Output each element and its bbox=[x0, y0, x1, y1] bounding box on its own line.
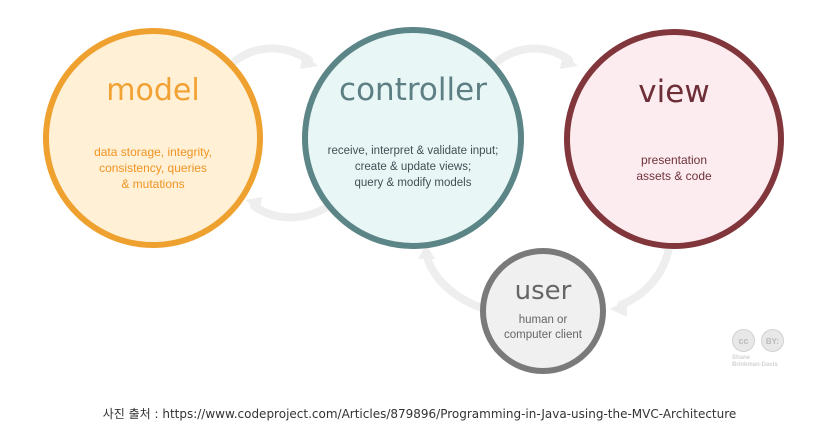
view-description: presentation assets & code bbox=[636, 153, 712, 183]
controller-node: controller receive, interpret & validate… bbox=[302, 27, 524, 249]
arrow-model-to-controller bbox=[231, 44, 313, 65]
model-description: data storage, integrity, consistency, qu… bbox=[94, 145, 212, 191]
attribution-icon: BY: bbox=[761, 329, 784, 352]
creative-commons-license-badge: cc BY: Shane Brinkman-Davis bbox=[732, 329, 788, 371]
arrow-controller-to-model bbox=[250, 202, 331, 222]
user-description: human or computer client bbox=[504, 314, 582, 341]
model-title: model bbox=[106, 73, 200, 108]
license-author: Shane Brinkman-Davis bbox=[732, 355, 778, 368]
arrow-controller-to-view-head bbox=[560, 53, 578, 69]
arrow-controller-to-view bbox=[494, 44, 573, 65]
view-node: view presentation assets & code bbox=[564, 29, 784, 249]
arrow-view-to-user-head bbox=[610, 300, 627, 317]
view-title: view bbox=[638, 74, 710, 110]
flow-arrows bbox=[231, 44, 674, 317]
user-title: user bbox=[514, 276, 572, 306]
user-node: user human or computer client bbox=[480, 248, 606, 374]
controller-title: controller bbox=[339, 72, 487, 108]
controller-description: receive, interpret & validate input; cre… bbox=[327, 145, 499, 189]
model-node: model data storage, integrity, consisten… bbox=[43, 28, 263, 248]
arrow-model-to-controller-head bbox=[300, 53, 318, 69]
cc-icon: cc bbox=[732, 329, 755, 352]
image-source-caption: 사진 출처 : https://www.codeproject.com/Arti… bbox=[102, 407, 737, 421]
mvc-diagram: model data storage, integrity, consisten… bbox=[43, 27, 788, 374]
arrow-user-to-controller bbox=[423, 252, 486, 312]
arrow-user-to-controller-head bbox=[418, 244, 435, 259]
arrow-controller-to-model-head bbox=[245, 197, 262, 213]
